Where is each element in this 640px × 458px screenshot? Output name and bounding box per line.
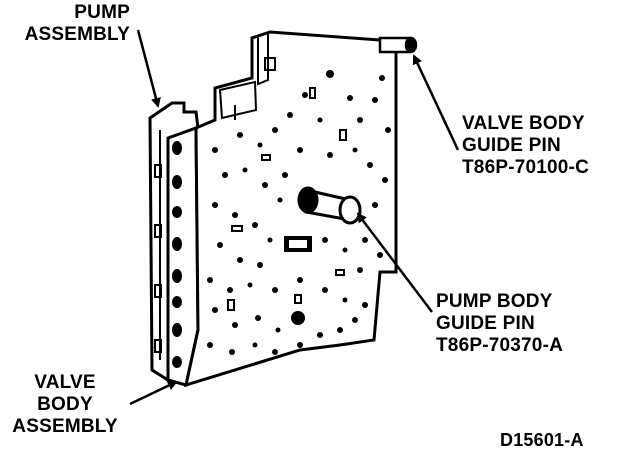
column-bolts xyxy=(172,141,182,368)
valve-body-assembly-label: VALVE BODY ASSEMBLY xyxy=(12,372,118,437)
valve-body-plate xyxy=(183,30,398,388)
figure-id: D15601-A xyxy=(500,430,584,450)
leader-arrows xyxy=(129,29,460,406)
pump-body-guide-pin-label: PUMP BODY GUIDE PIN T86P-70370-A xyxy=(436,291,564,356)
pump-assembly-label: PUMP ASSEMBLY xyxy=(24,2,130,45)
column-details xyxy=(154,130,162,360)
pump-body-guide-pin xyxy=(297,186,362,225)
valve-body-guide-pin-label: VALVE BODY GUIDE PIN T86P-70100-C xyxy=(462,113,590,178)
plate-holes xyxy=(207,70,391,355)
valve-body-guide-pin xyxy=(378,36,418,54)
plate-slots xyxy=(227,87,347,311)
plate-top-detail xyxy=(218,31,276,120)
